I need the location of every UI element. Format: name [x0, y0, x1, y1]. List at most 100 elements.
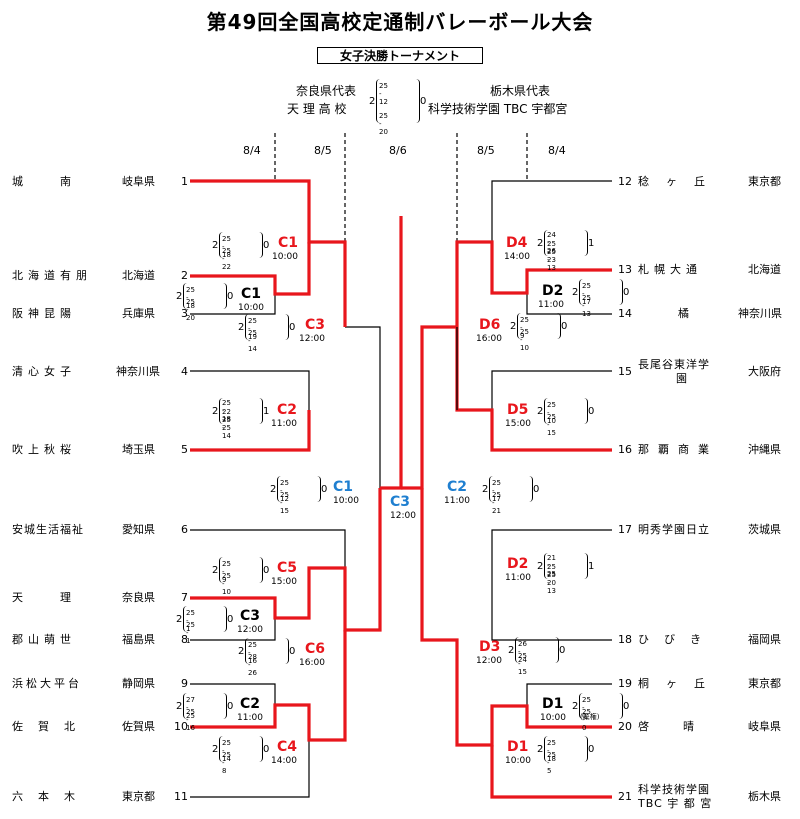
- team-pref: 北海道: [748, 263, 781, 276]
- team-pref: 岐阜県: [748, 720, 781, 733]
- team-num: 5: [181, 443, 188, 456]
- team-name: 阪神昆陽: [12, 307, 76, 320]
- team-name: 明秀学園日立: [638, 523, 710, 536]
- team-num: 7: [181, 591, 188, 604]
- match-time: 11:00: [237, 713, 263, 723]
- team-pref: 兵庫県: [122, 307, 155, 320]
- team-pref: 神奈川県: [738, 307, 782, 320]
- match-time: 16:00: [476, 334, 502, 344]
- team-name: 城 南: [12, 175, 76, 188]
- team-num: 20: [618, 720, 632, 733]
- team-pref: 福岡県: [748, 633, 781, 646]
- team-name: 桐 ヶ 丘: [638, 677, 708, 690]
- match-time: 11:00: [444, 496, 470, 506]
- team-name: 長尾谷東洋学: [638, 358, 710, 371]
- forfeit-note: (棄権): [580, 713, 600, 721]
- date-label: 8/5: [477, 144, 495, 157]
- page-title: 第49回全国高校定通制バレーボール大会: [206, 10, 594, 34]
- match-time: 12:00: [476, 656, 502, 666]
- match-code: C2: [240, 696, 261, 712]
- team-name: 科学技術学園: [638, 783, 710, 796]
- team-num: 10: [174, 720, 188, 733]
- team-pref: 岐阜県: [122, 175, 155, 188]
- team-pref: 埼玉県: [122, 443, 155, 456]
- team-pref: 福島県: [122, 633, 155, 646]
- team-num: 1: [181, 175, 188, 188]
- team-name: 橘: [678, 307, 694, 320]
- team-name: 佐 賀 北: [12, 720, 77, 733]
- match-code: C3: [305, 317, 326, 333]
- match-code: D1: [507, 739, 529, 755]
- team-num: 2: [181, 269, 188, 282]
- team-name: 那覇商業: [638, 443, 718, 456]
- match-code: C6: [305, 641, 326, 657]
- team-pref: 東京都: [748, 677, 781, 690]
- date-label: 8/4: [548, 144, 566, 157]
- team-pref: 愛知県: [122, 523, 155, 536]
- team-name: 吹上秋桜: [12, 443, 76, 456]
- match-code: C3: [240, 608, 261, 624]
- team-pref: 沖縄県: [748, 443, 781, 456]
- team-pref: 奈良県: [122, 591, 155, 604]
- match-time: 14:00: [504, 252, 530, 262]
- bracket-subtitle: 女子決勝トーナメント: [317, 47, 483, 64]
- match-code: C5: [277, 560, 298, 576]
- match-time: 10:00: [333, 496, 359, 506]
- team-pref: 東京都: [748, 175, 781, 188]
- match-time: 10:00: [505, 756, 531, 766]
- team-name: 北海道有朋: [12, 269, 92, 282]
- team-num: 6: [181, 523, 188, 536]
- team-num: 19: [618, 677, 632, 690]
- team-name: ひ び き: [638, 633, 703, 646]
- team-name: 啓 晴: [638, 720, 698, 733]
- match-time: 11:00: [505, 573, 531, 583]
- match-code: C1: [241, 286, 262, 302]
- match-time: 11:00: [538, 300, 564, 310]
- match-code: C2: [447, 479, 468, 495]
- match-time: 16:00: [299, 658, 325, 668]
- match-code: C1: [333, 479, 354, 495]
- match-code: C3: [390, 494, 411, 510]
- date-label: 8/6: [389, 144, 407, 157]
- team-num: 17: [618, 523, 632, 536]
- match-code: C2: [277, 402, 298, 418]
- team-num: 15: [618, 365, 632, 378]
- match-code: D6: [479, 317, 501, 333]
- team-num: 12: [618, 175, 632, 188]
- match-code: D2: [542, 283, 564, 299]
- match-time: 11:00: [271, 419, 297, 429]
- match-time: 10:00: [238, 303, 264, 313]
- team-name: 六 本 木: [12, 790, 77, 803]
- champion-right-line1: 栃木県代表: [490, 84, 551, 98]
- team-num: 11: [174, 790, 188, 803]
- team-pref: 茨城県: [748, 523, 781, 536]
- team-name: 安城生活福祉: [12, 523, 84, 536]
- team-num: 14: [618, 307, 632, 320]
- team-num: 8: [181, 633, 188, 646]
- match-code: D2: [507, 556, 529, 572]
- team-pref: 佐賀県: [122, 720, 155, 733]
- match-code: C1: [278, 235, 299, 251]
- team-name: 郡山萌世: [12, 633, 76, 646]
- match-code: D4: [506, 235, 528, 251]
- team-name: 天 理: [12, 591, 76, 604]
- team-num: 4: [181, 365, 188, 378]
- match-code: D5: [507, 402, 529, 418]
- match-time: 10:00: [272, 252, 298, 262]
- team-name: 札幌大通: [638, 263, 702, 276]
- match-code: D3: [479, 639, 501, 655]
- team-name-line2: TBC 宇 都 宮: [638, 797, 713, 810]
- team-pref: 大阪府: [748, 365, 781, 378]
- match-time: 12:00: [237, 625, 263, 635]
- team-num: 9: [181, 677, 188, 690]
- team-pref: 栃木県: [748, 790, 781, 803]
- match-time: 15:00: [271, 577, 297, 587]
- match-time: 12:00: [299, 334, 325, 344]
- match-time: 15:00: [505, 419, 531, 429]
- champion-right-line2: 科学技術学園 TBC 宇都宮: [428, 102, 568, 116]
- match-code: C4: [277, 739, 298, 755]
- team-pref: 東京都: [122, 790, 155, 803]
- team-num: 13: [618, 263, 632, 276]
- team-pref: 神奈川県: [116, 365, 160, 378]
- team-name: 稔 ヶ 丘: [638, 175, 708, 188]
